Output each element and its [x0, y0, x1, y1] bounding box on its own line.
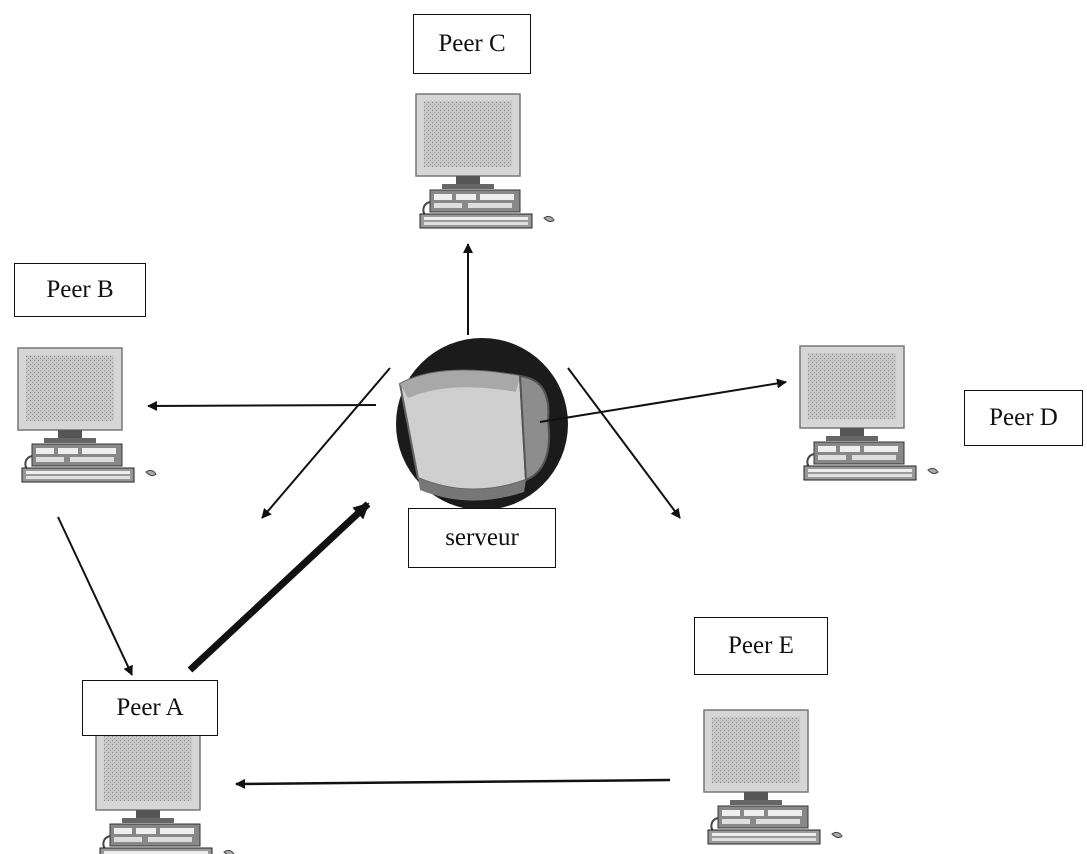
arrow-peer-b-to-peer-a — [57, 516, 133, 676]
computer-peer-d-icon — [799, 345, 939, 481]
peer-d-label: Peer D — [964, 390, 1083, 446]
arrow-server-to-peer-e — [567, 367, 681, 519]
peer-b-label: Peer B — [14, 263, 146, 317]
arrow-server-to-peer-d — [539, 378, 787, 423]
arrow-peer-e-to-peer-a — [235, 778, 671, 789]
server-icon — [396, 338, 568, 510]
peer-a-label: Peer A — [82, 680, 218, 736]
peer-c-label: Peer C — [413, 14, 531, 74]
peer-e-label: Peer E — [694, 617, 828, 675]
computer-peer-b-icon — [17, 347, 157, 483]
server-label: serveur — [408, 508, 556, 568]
arrow-server-to-peer-b — [147, 400, 377, 411]
computer-peer-e-icon — [703, 709, 843, 845]
arrow-server-to-peer-a — [261, 367, 391, 519]
computer-peer-a-icon — [95, 727, 235, 854]
computer-peer-c-icon — [415, 93, 555, 229]
arrow-peer-a-to-server-bold — [187, 501, 371, 673]
